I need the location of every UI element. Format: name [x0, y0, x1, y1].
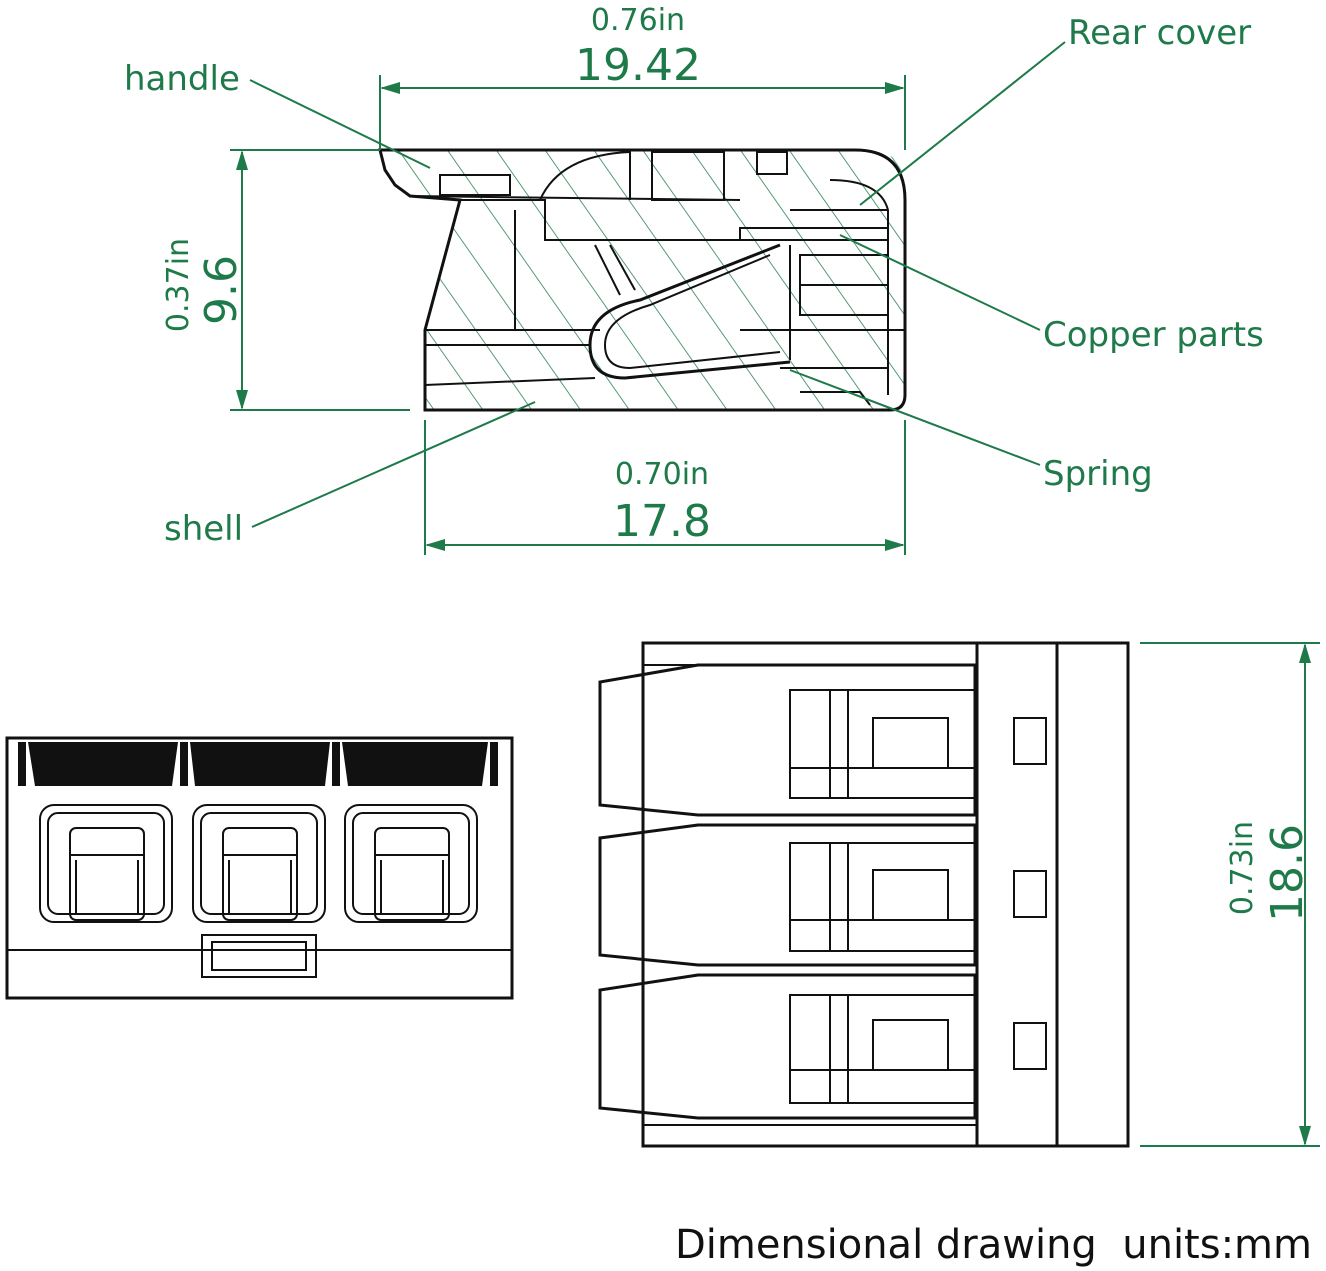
caption: Dimensional drawing units:mm: [675, 1222, 1312, 1268]
label-rear-cover: Rear cover: [1068, 13, 1251, 53]
height-mm: 9.6: [196, 255, 247, 325]
side-section-view: [378, 148, 907, 412]
bottom-width-mm: 17.8: [613, 496, 711, 547]
dimension-bottom-width: 0.70in 17.8: [424, 420, 906, 555]
lever: [598, 823, 977, 967]
front-opening: [344, 804, 478, 923]
depth-in: 0.73in: [1225, 821, 1260, 915]
label-shell: shell: [164, 509, 243, 549]
callouts: handle Rear cover Copper parts Spring sh…: [124, 13, 1264, 549]
dimension-height: 0.37in 9.6: [161, 149, 410, 411]
dimension-top-width: 0.76in 19.42: [379, 3, 906, 150]
lever: [598, 663, 977, 817]
front-view: [5, 736, 514, 1000]
top-width-in: 0.76in: [591, 3, 685, 38]
label-handle: handle: [124, 59, 240, 99]
lever: [598, 973, 977, 1120]
height-in: 0.37in: [161, 238, 196, 332]
front-opening: [39, 804, 173, 923]
inspection-window: [1013, 1022, 1047, 1070]
inspection-window: [1013, 717, 1047, 765]
label-copper-parts: Copper parts: [1043, 315, 1264, 355]
dimension-depth: 0.73in 18.6: [1140, 642, 1320, 1147]
bottom-width-in: 0.70in: [615, 457, 709, 492]
top-view: [598, 641, 1130, 1148]
depth-mm: 18.6: [1262, 824, 1313, 922]
front-opening: [192, 804, 326, 923]
top-width-mm: 19.42: [575, 40, 701, 91]
inspection-window: [1013, 870, 1047, 918]
label-spring: Spring: [1043, 454, 1153, 494]
